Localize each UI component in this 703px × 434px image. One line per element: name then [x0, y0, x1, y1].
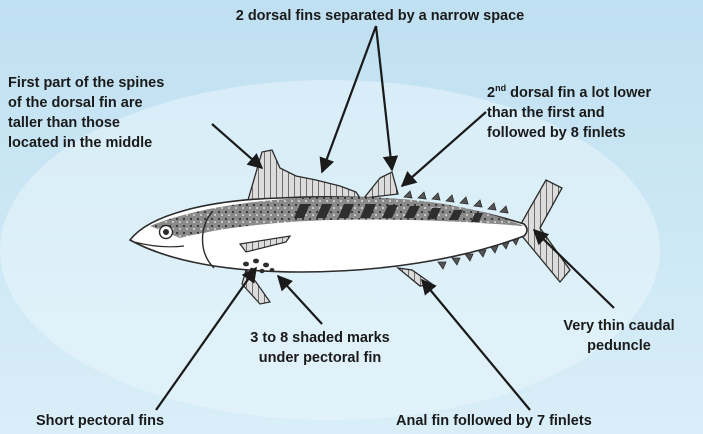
label-anal: Anal fin followed by 7 finlets	[396, 411, 686, 431]
pupil	[163, 229, 169, 235]
label-second-dorsal: 2nd dorsal fin a lot lower than the firs…	[487, 83, 699, 143]
label-second-dorsal-number: 2	[487, 85, 495, 101]
label-pectoral: Short pectoral fins	[36, 411, 256, 431]
label-second-dorsal-text: dorsal fin a lot lower than the first an…	[487, 85, 651, 141]
label-caudal: Very thin caudal peduncle	[546, 316, 692, 356]
label-dorsal-fins: 2 dorsal fins separated by a narrow spac…	[150, 6, 610, 26]
label-spines: First part of the spines of the dorsal f…	[8, 73, 248, 153]
label-second-dorsal-ordinal: nd	[495, 83, 506, 93]
label-shaded-marks: 3 to 8 shaded marks under pectoral fin	[200, 328, 440, 368]
